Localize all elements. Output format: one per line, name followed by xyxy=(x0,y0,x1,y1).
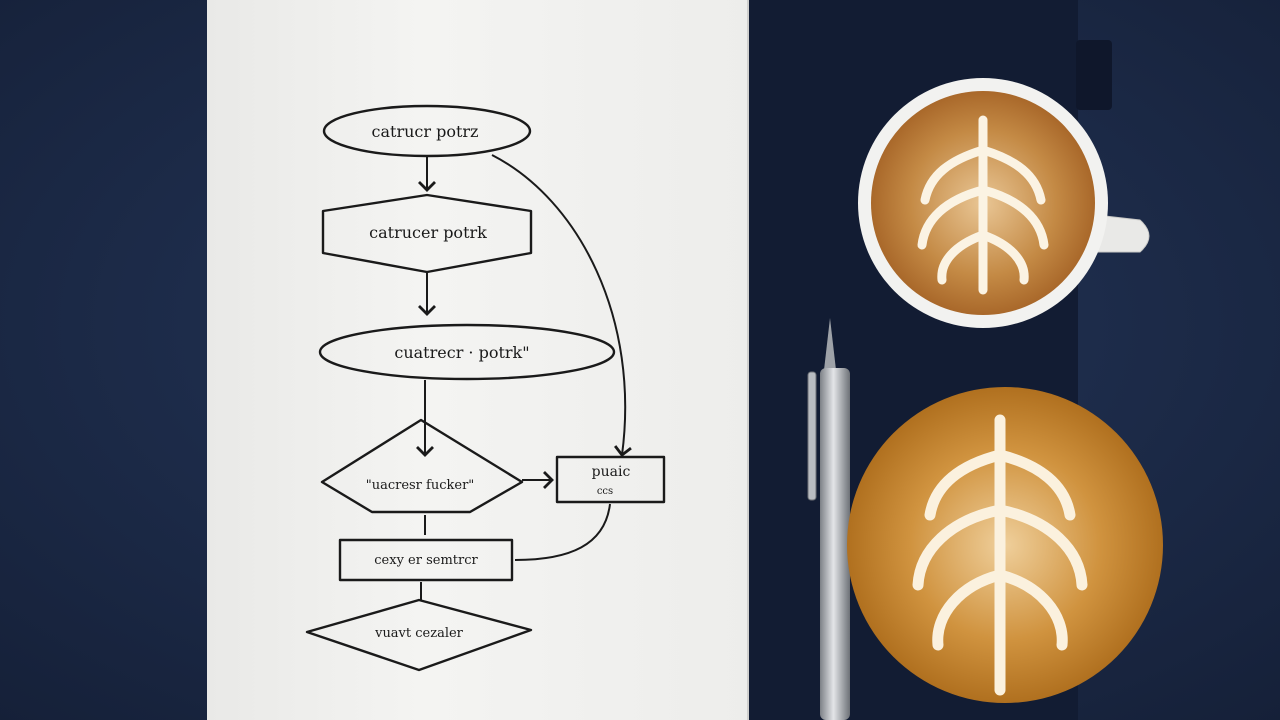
pen-tip xyxy=(824,318,836,370)
flowchart-node-decision xyxy=(320,418,524,514)
flowchart-label-step: cuatrecr · potrk" xyxy=(394,343,529,362)
flowchart-connector-curve xyxy=(491,154,632,457)
pen-clip xyxy=(807,371,817,501)
flowchart-label-process: catrucer potrk xyxy=(369,223,487,242)
flowchart-label-decision: "uacresr fucker" xyxy=(366,478,475,493)
latte-art-leaf xyxy=(917,115,1049,295)
flowchart-node-output xyxy=(338,538,514,582)
pen-body xyxy=(820,368,850,720)
flowchart-node-end xyxy=(305,598,533,672)
flowchart-label-side: puaic xyxy=(592,464,631,480)
paper-sheet xyxy=(207,0,749,720)
flowchart-node-step xyxy=(318,323,616,381)
flowchart-node-process xyxy=(321,193,533,274)
flowchart-label-output: cexy er semtrcr xyxy=(374,553,478,568)
flowchart-connector-return xyxy=(514,503,611,561)
pen xyxy=(807,318,850,720)
flowchart-sublabel-side: ccs xyxy=(597,486,613,497)
notebook-tab xyxy=(1076,40,1112,110)
coffee-cup-top xyxy=(858,78,1150,328)
flowchart-label-start: catrucr potrz xyxy=(372,122,479,141)
flowchart xyxy=(305,104,666,672)
cup-handle xyxy=(1095,214,1150,253)
latte-art-leaf-large xyxy=(912,414,1088,696)
coffee-cup-bottom xyxy=(847,387,1163,703)
flowchart-label-end: vuavt cezaler xyxy=(374,626,464,641)
flowchart-node-start xyxy=(322,104,532,158)
flowchart-node-side xyxy=(555,455,666,504)
